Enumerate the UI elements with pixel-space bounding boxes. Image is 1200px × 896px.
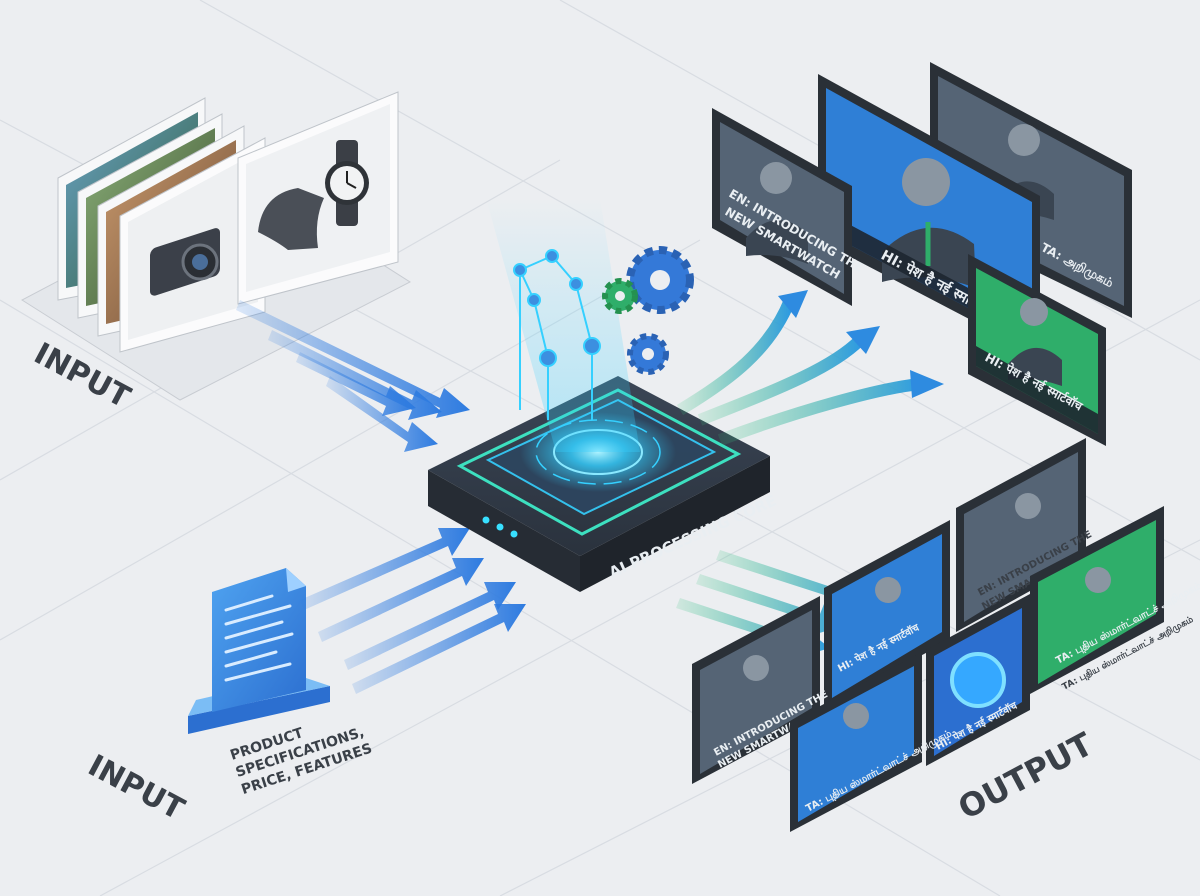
doc-arrow-3 — [344, 582, 516, 670]
core-led-2 — [496, 523, 504, 531]
watch-icon — [325, 140, 369, 226]
presenter-head — [902, 158, 950, 206]
doc-arrow-2 — [318, 558, 484, 642]
input-arrow-3 — [296, 352, 416, 416]
doc-arrow-1 — [300, 528, 470, 610]
input-image-arrows — [236, 300, 470, 452]
screen-lower-slate-back — [956, 438, 1086, 632]
document-icon — [212, 568, 306, 712]
output-arrow-1 — [676, 297, 796, 416]
input-arrow-1 — [236, 300, 470, 418]
input-document-arrows — [300, 528, 526, 694]
document-caption: PRODUCT SPECIFICATIONS, PRICE, FEATURES — [228, 724, 374, 798]
ai-processing-core: AI PROCESSING CORE — [428, 198, 779, 592]
core-left-face — [428, 470, 580, 592]
gear-icon-small-blue — [627, 333, 669, 375]
gear-icon-small-green — [602, 278, 638, 314]
core-led-1 — [482, 516, 490, 524]
core-beam — [486, 198, 640, 452]
document-base — [188, 686, 330, 734]
network-nodes-icon — [513, 249, 601, 420]
screen-green: HI: पेश है नई स्मार्टवॉच — [968, 254, 1106, 446]
document-input — [188, 568, 330, 734]
input-arrow-2 — [268, 330, 442, 420]
product-card — [237, 91, 399, 305]
screen-lower-globe: HI: पेश है नई स्मार्टवॉच — [926, 594, 1030, 766]
core-led-3 — [510, 530, 518, 538]
input-image-stack — [21, 91, 412, 401]
band-icon — [258, 188, 324, 250]
output-arrow-3 — [717, 378, 921, 446]
input-arrow-4 — [326, 376, 438, 452]
output-arrow-2 — [697, 335, 865, 426]
output-arrows-upper — [676, 290, 944, 446]
gear-icon — [626, 246, 694, 314]
camera-icon — [150, 228, 220, 296]
core-right-face — [580, 456, 770, 592]
input-bottom-label: INPUT — [82, 748, 190, 828]
screen-slate-left: EN: INTRODUCING THE NEW SMARTWATCH — [712, 108, 866, 306]
camera-card — [119, 137, 266, 353]
doc-arrow-4 — [352, 604, 526, 694]
screen-slate-back: TA: அறிமுகம் — [930, 62, 1132, 318]
